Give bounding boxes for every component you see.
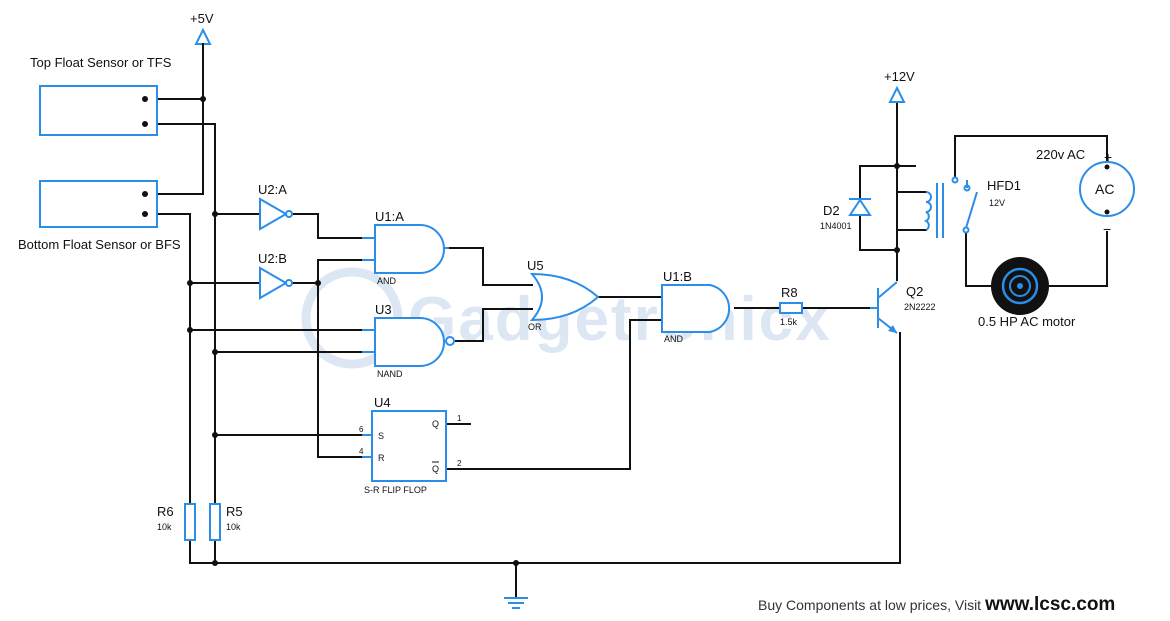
- ac-source-symbol: AC: [1095, 181, 1114, 197]
- or-gate-u5: U5 OR: [527, 258, 600, 332]
- nand-gate-u3-label: U3: [375, 302, 392, 317]
- sr-flip-flop-pin-s: S: [378, 431, 384, 441]
- resistor-r5-label: R5: [226, 504, 243, 519]
- inverter-u2a-label: U2:A: [258, 182, 287, 197]
- and-gate-u1a-label: U1:A: [375, 209, 404, 224]
- and-gate-u1b-type: AND: [664, 334, 684, 344]
- and-gate-u1b-label: U1:B: [663, 269, 692, 284]
- inverter-u2b: U2:B: [258, 251, 293, 300]
- ac-motor: 0.5 HP AC motor: [978, 257, 1076, 329]
- relay-hfd1: HFD1 12V: [923, 176, 1021, 238]
- top-float-sensor: Top Float Sensor or TFS: [30, 55, 172, 136]
- supply-12v-label: +12V: [884, 69, 915, 84]
- wiring: [156, 43, 1108, 599]
- transistor-q2-label: Q2: [906, 284, 923, 299]
- and-gate-u1a-type: AND: [377, 276, 397, 286]
- sr-flip-flop-u4-label: U4: [374, 395, 391, 410]
- diode-d2-label: D2: [823, 203, 840, 218]
- or-gate-u5-label: U5: [527, 258, 544, 273]
- resistor-r5: R5 10k: [209, 503, 243, 541]
- sr-flip-flop-pin-qbar: Q: [432, 464, 439, 474]
- footer-text: Buy Components at low prices, Visit: [758, 597, 982, 613]
- sr-flip-flop-pin-r: R: [378, 453, 385, 463]
- resistor-r8-value: 1.5k: [780, 317, 798, 327]
- ground-icon: [504, 597, 528, 609]
- resistor-r8: R8 1.5k: [779, 285, 803, 327]
- diode-d2: D2 1N4001: [820, 198, 872, 231]
- sr-flip-flop-pin-q: Q: [432, 419, 439, 429]
- supply-12v: +12V: [884, 69, 915, 103]
- ac-source-plus: +: [1104, 149, 1112, 165]
- resistor-r6: R6 10k: [157, 503, 196, 541]
- ac-motor-label: 0.5 HP AC motor: [978, 314, 1076, 329]
- resistor-r6-value: 10k: [157, 522, 172, 532]
- supply-5v: +5V: [190, 11, 214, 45]
- nand-gate-u3: U3 NAND: [362, 302, 455, 379]
- sr-flip-flop-pin1: 1: [457, 414, 462, 423]
- footer-link[interactable]: www.lcsc.com: [985, 594, 1116, 615]
- nand-gate-u3-type: NAND: [377, 369, 403, 379]
- relay-hfd1-value: 12V: [989, 198, 1005, 208]
- top-float-sensor-label: Top Float Sensor or TFS: [30, 55, 172, 70]
- inverter-u2b-label: U2:B: [258, 251, 287, 266]
- relay-hfd1-label: HFD1: [987, 178, 1021, 193]
- sr-flip-flop-pin2: 2: [457, 459, 462, 468]
- resistor-r8-label: R8: [781, 285, 798, 300]
- junctions: [187, 96, 900, 566]
- sr-flip-flop-pin6: 6: [359, 425, 364, 434]
- resistor-r6-label: R6: [157, 504, 174, 519]
- watermark-text: Gadgetronicx: [408, 285, 832, 354]
- bottom-float-sensor-label: Bottom Float Sensor or BFS: [18, 237, 181, 252]
- transistor-q2-part: 2N2222: [904, 302, 936, 312]
- resistor-r5-value: 10k: [226, 522, 241, 532]
- transistor-q2: Q2 2N2222: [870, 281, 936, 334]
- diode-d2-part: 1N4001: [820, 221, 852, 231]
- ac-source-label: 220v AC: [1036, 147, 1085, 162]
- supply-12v-arrow-icon: [888, 85, 906, 103]
- and-gate-u1b: U1:B AND: [661, 269, 731, 344]
- sr-flip-flop-u4-type: S-R FLIP FLOP: [364, 485, 427, 495]
- or-gate-u5-type: OR: [528, 322, 542, 332]
- sr-flip-flop-pin4: 4: [359, 447, 364, 456]
- bottom-float-sensor: Bottom Float Sensor or BFS: [18, 180, 181, 252]
- supply-5v-arrow-icon: [194, 27, 212, 45]
- inverter-u2a: U2:A: [258, 182, 293, 231]
- ac-source-minus: −: [1103, 221, 1111, 237]
- sr-flip-flop-u4: U4 S R Q Q 6 4 1 2 S-R FLIP FLOP: [359, 395, 462, 495]
- supply-5v-label: +5V: [190, 11, 214, 26]
- ac-source: AC 220v AC + −: [1036, 147, 1135, 237]
- and-gate-u1a: U1:A AND: [362, 209, 449, 286]
